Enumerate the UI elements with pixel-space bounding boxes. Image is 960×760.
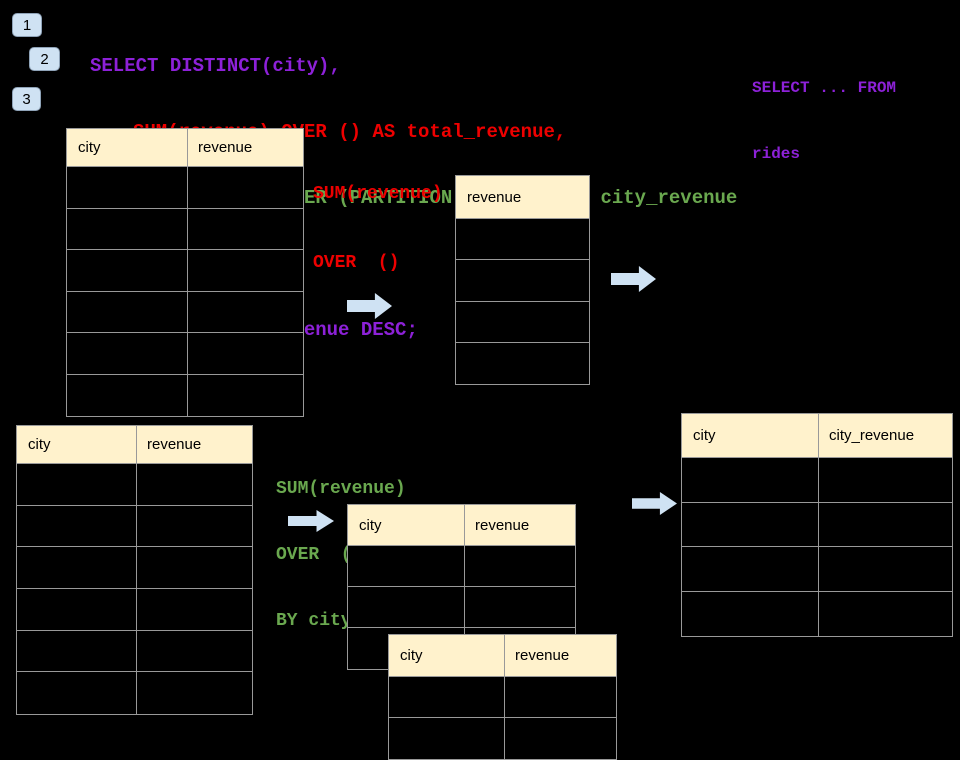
step-badge-2: 2 (29, 47, 60, 71)
partition-step-table-body (348, 546, 575, 669)
table-row (17, 589, 252, 631)
table-row (348, 587, 575, 628)
partition-overlay-table-header: city revenue (389, 635, 616, 677)
table-row (67, 209, 303, 250)
column-header-city: city (693, 427, 716, 444)
table-row (456, 343, 589, 384)
table-row (17, 464, 252, 506)
source-table-top-header: city revenue (67, 129, 303, 167)
step-badge-2-label: 2 (40, 50, 49, 68)
step-badge-3: 3 (12, 87, 41, 111)
partition-overlay-table-body (389, 677, 616, 759)
table-row (682, 458, 952, 503)
table-row (17, 547, 252, 590)
column-header-revenue: revenue (147, 436, 202, 453)
city-revenue-result-table: city city_revenue (681, 413, 953, 637)
column-header-revenue: revenue (475, 516, 530, 534)
table-row (682, 592, 952, 637)
side-note-line-2: rides (752, 145, 801, 163)
column-divider (187, 129, 188, 416)
column-divider (136, 426, 137, 715)
source-table-top: city revenue (66, 128, 304, 417)
sql-line-select: SELECT DISTINCT(city), (90, 55, 341, 77)
table-row (682, 503, 952, 547)
table-row (389, 718, 616, 759)
column-divider (504, 635, 505, 759)
table-row (17, 506, 252, 548)
partition-step-table-header: city revenue (348, 505, 575, 546)
source-table-bottom: city revenue (16, 425, 253, 716)
table-row (67, 333, 303, 375)
column-header-revenue: revenue (467, 188, 522, 206)
source-table-bottom-body (17, 464, 252, 714)
table-row (67, 167, 303, 209)
table-row (456, 260, 589, 302)
column-divider (464, 505, 465, 669)
table-row (67, 250, 303, 292)
column-divider (818, 414, 819, 636)
side-note-line-1: SELECT ... FROM (752, 79, 897, 97)
side-note: SELECT ... FROM rides (752, 33, 896, 187)
table-row (682, 547, 952, 592)
table-row (389, 677, 616, 718)
source-table-bottom-header: city revenue (17, 426, 252, 464)
table-row (17, 631, 252, 673)
city-revenue-result-header: city city_revenue (682, 414, 952, 458)
city-revenue-result-body (682, 458, 952, 636)
table-row (456, 302, 589, 343)
column-header-city: city (78, 139, 101, 156)
total-window-annotation-line-1: SUM(revenue) (313, 184, 443, 204)
total-window-annotation: SUM(revenue) OVER () (313, 137, 443, 298)
total-revenue-result-body (456, 219, 589, 384)
step-badge-1: 1 (12, 13, 42, 37)
column-header-city: city (400, 647, 423, 664)
table-row (456, 219, 589, 261)
table-row (348, 546, 575, 587)
column-header-city: city (359, 516, 382, 534)
step-badge-3-label: 3 (22, 90, 31, 108)
column-header-city-revenue: city_revenue (829, 427, 915, 444)
total-revenue-result-table: revenue (455, 175, 590, 386)
table-row (17, 672, 252, 714)
column-header-revenue: revenue (198, 139, 253, 156)
table-row (67, 292, 303, 333)
total-revenue-result-header: revenue (456, 176, 589, 219)
flow-arrow-right-icon (632, 492, 677, 515)
source-table-top-body (67, 167, 303, 416)
column-header-revenue: revenue (515, 647, 570, 664)
step-badge-1-label: 1 (22, 16, 32, 34)
partition-overlay-table: city revenue (388, 634, 617, 760)
partition-window-annotation-line-1: SUM(revenue) (276, 479, 406, 499)
total-window-annotation-line-2: OVER () (313, 253, 400, 273)
table-row (67, 375, 303, 417)
column-header-city: city (28, 436, 51, 453)
